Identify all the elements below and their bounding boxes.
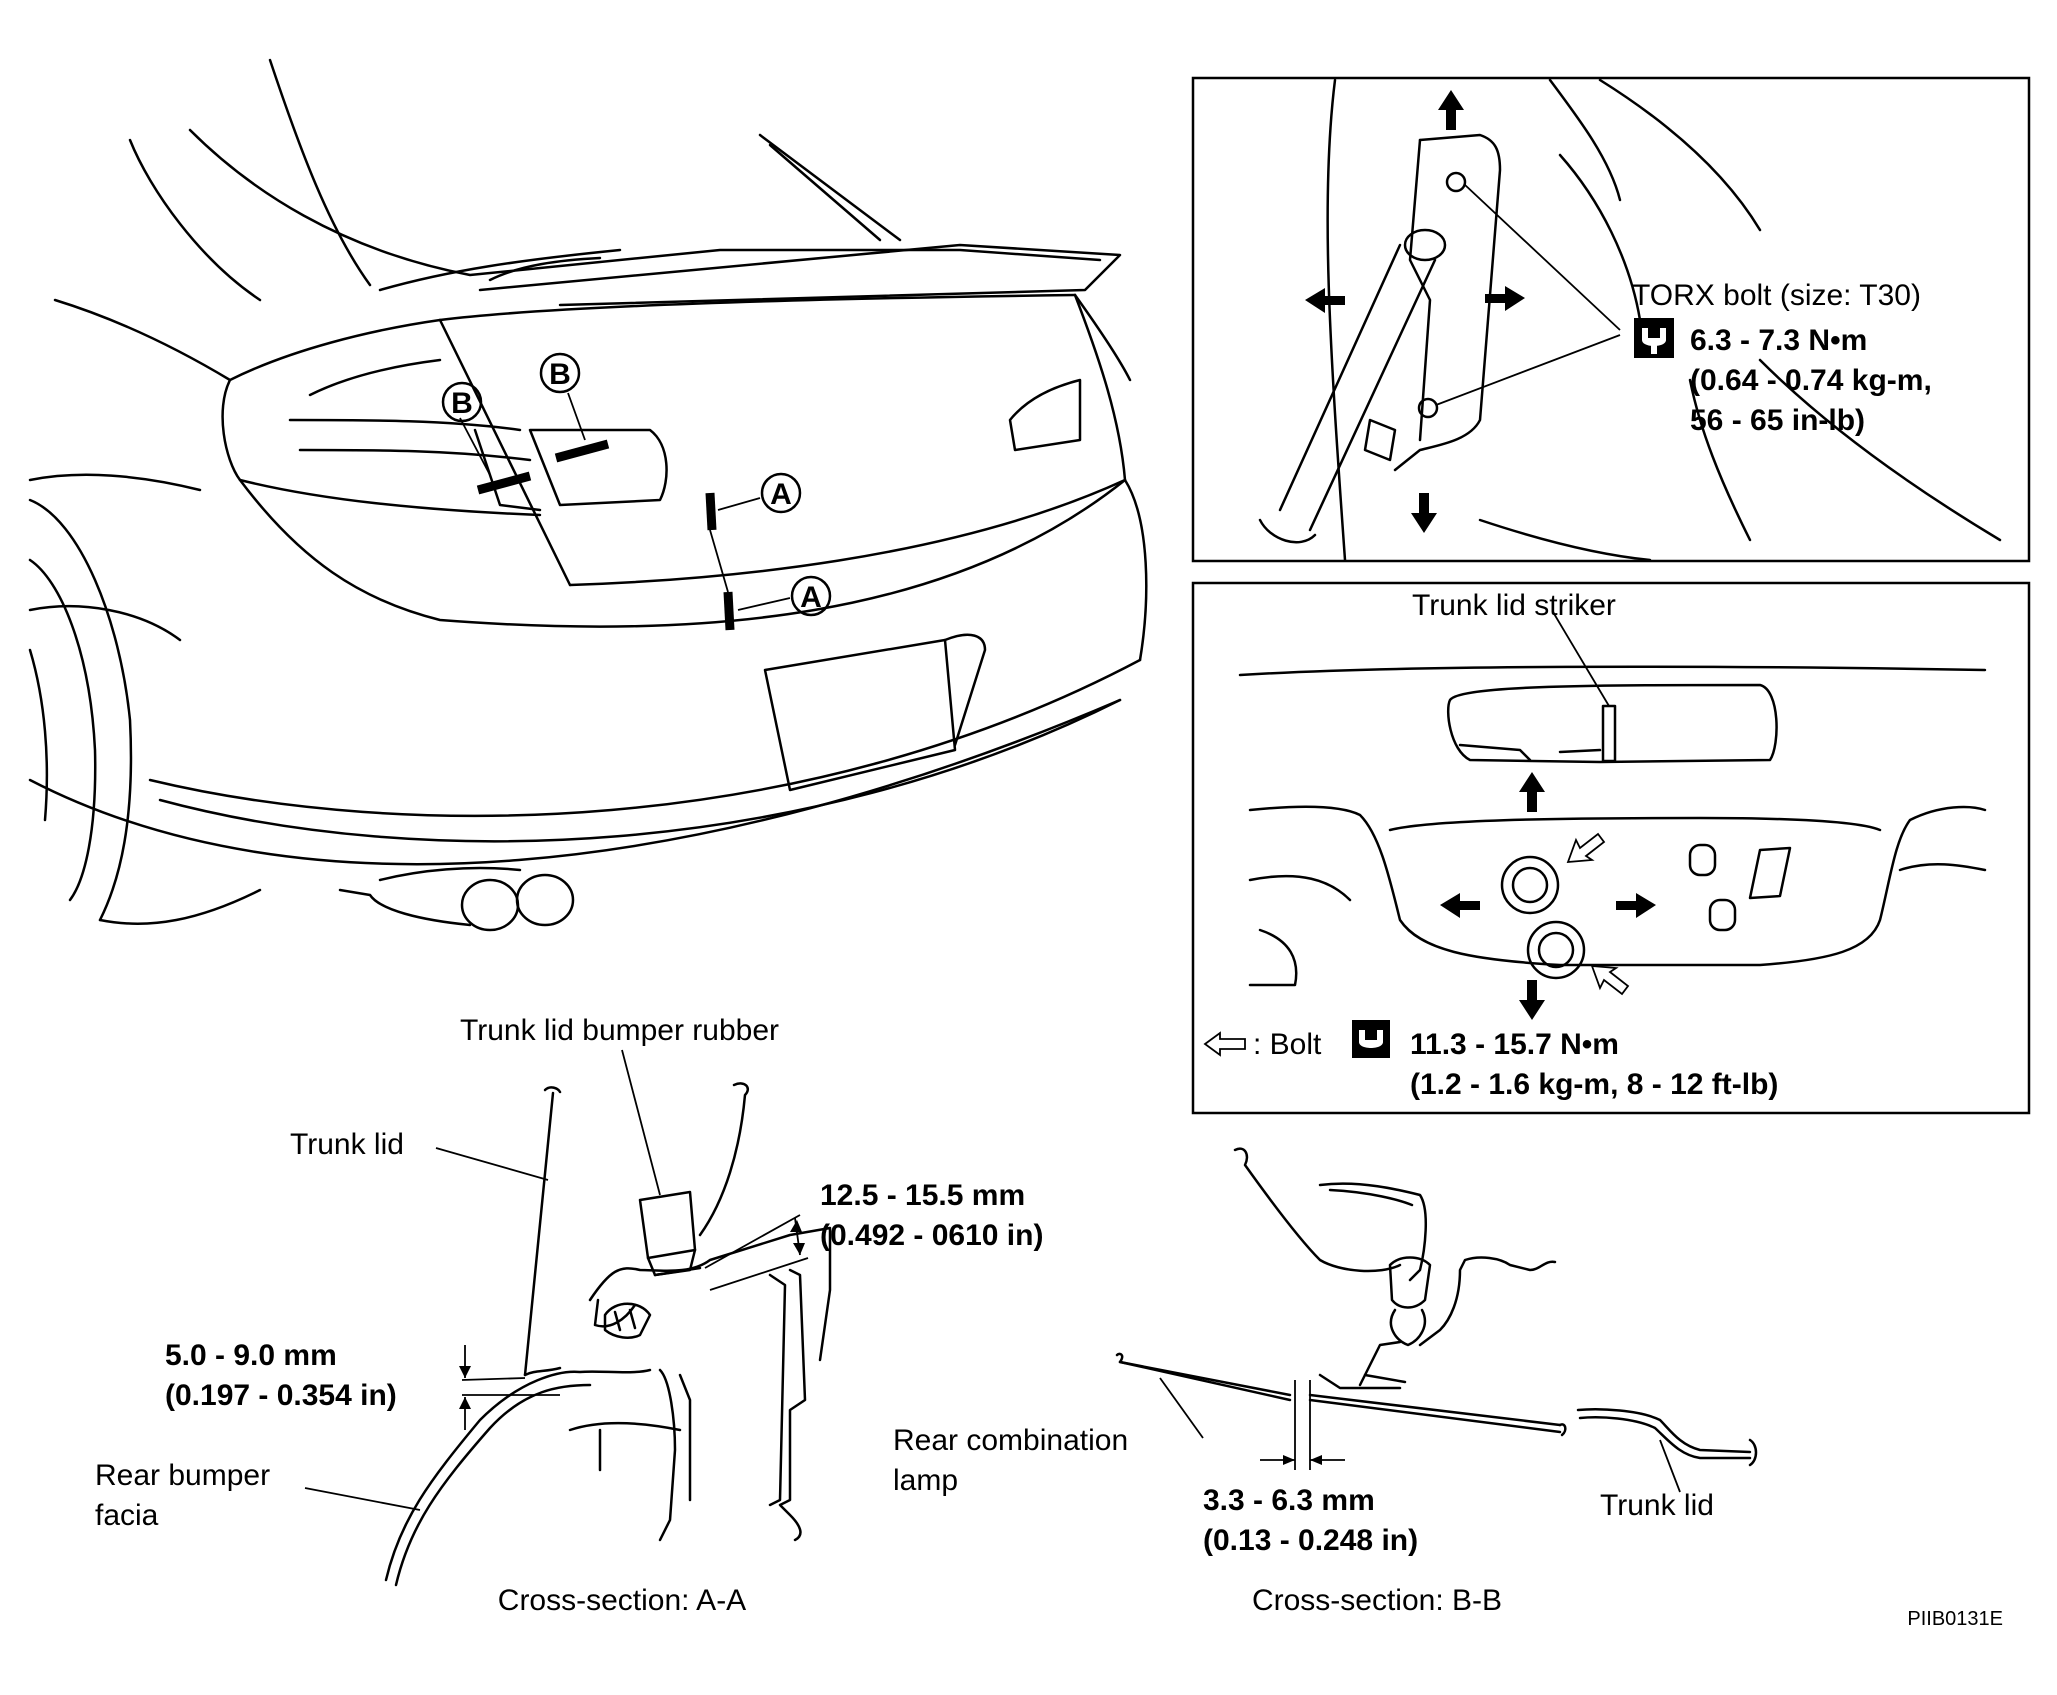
torx-bolt-label: TORX bolt (size: T30)	[1632, 279, 1921, 312]
car-rear-illustration	[28, 58, 1148, 932]
rear-bumper-label-line2: facia	[95, 1499, 159, 1532]
callout-a-upper: A	[760, 472, 802, 514]
striker-panel	[1191, 581, 2031, 1115]
gap-bb-mm: 3.3 - 6.3 mm	[1203, 1484, 1375, 1517]
caption-aa: Cross-section: A-A	[498, 1584, 746, 1617]
gap-aa-mm: 12.5 - 15.5 mm	[820, 1179, 1025, 1212]
cross-section-b-b	[1115, 1147, 1758, 1493]
torx-bolt-panel	[1191, 76, 2031, 563]
figure-id: PIIB0131E	[1907, 1608, 2003, 1630]
gap-aa-in: (0.492 - 0610 in)	[820, 1219, 1043, 1252]
gap-aa-lower-mm: 5.0 - 9.0 mm	[165, 1339, 337, 1372]
trunk-lid-label-aa: Trunk lid	[290, 1128, 404, 1161]
gap-aa-lower-in: (0.197 - 0.354 in)	[165, 1379, 397, 1412]
rear-combination-lamp-label: Rear combination	[893, 1424, 1128, 1457]
striker-torque-nm: 11.3 - 15.7 N•m	[1410, 1028, 1619, 1061]
callout-a-lower: A	[790, 575, 832, 617]
callout-b-left: B	[441, 381, 483, 423]
svg-text:A: A	[800, 581, 822, 614]
torx-torque-nm: 6.3 - 7.3 N•m	[1690, 324, 1867, 357]
cross-section-a-a	[304, 1049, 832, 1587]
svg-text:B: B	[451, 387, 473, 420]
torque-wrench-icon	[1634, 318, 1674, 358]
striker-torque-kgm: (1.2 - 1.6 kg-m, 8 - 12 ft-lb)	[1410, 1068, 1778, 1101]
rear-combination-lamp-label-line2: lamp	[893, 1464, 958, 1497]
torque-wrench-icon	[1352, 1020, 1390, 1058]
svg-text:B: B	[549, 358, 571, 391]
torx-torque-kgm: (0.64 - 0.74 kg-m,	[1690, 364, 1932, 397]
striker-label: Trunk lid striker	[1412, 589, 1616, 622]
gap-bb-in: (0.13 - 0.248 in)	[1203, 1524, 1418, 1557]
caption-bb: Cross-section: B-B	[1252, 1584, 1502, 1617]
svg-text:A: A	[770, 478, 792, 511]
rear-bumper-label: Rear bumper	[95, 1459, 270, 1492]
bolt-legend-label: : Bolt	[1253, 1028, 1322, 1061]
trunk-lid-label-bb: Trunk lid	[1600, 1489, 1714, 1522]
bolt-outline-arrow-icon	[1203, 1031, 1246, 1057]
bumper-rubber-label: Trunk lid bumper rubber	[460, 1014, 779, 1047]
torx-torque-inlb: 56 - 65 in-lb)	[1690, 404, 1865, 437]
callout-b-right: B	[539, 352, 581, 394]
